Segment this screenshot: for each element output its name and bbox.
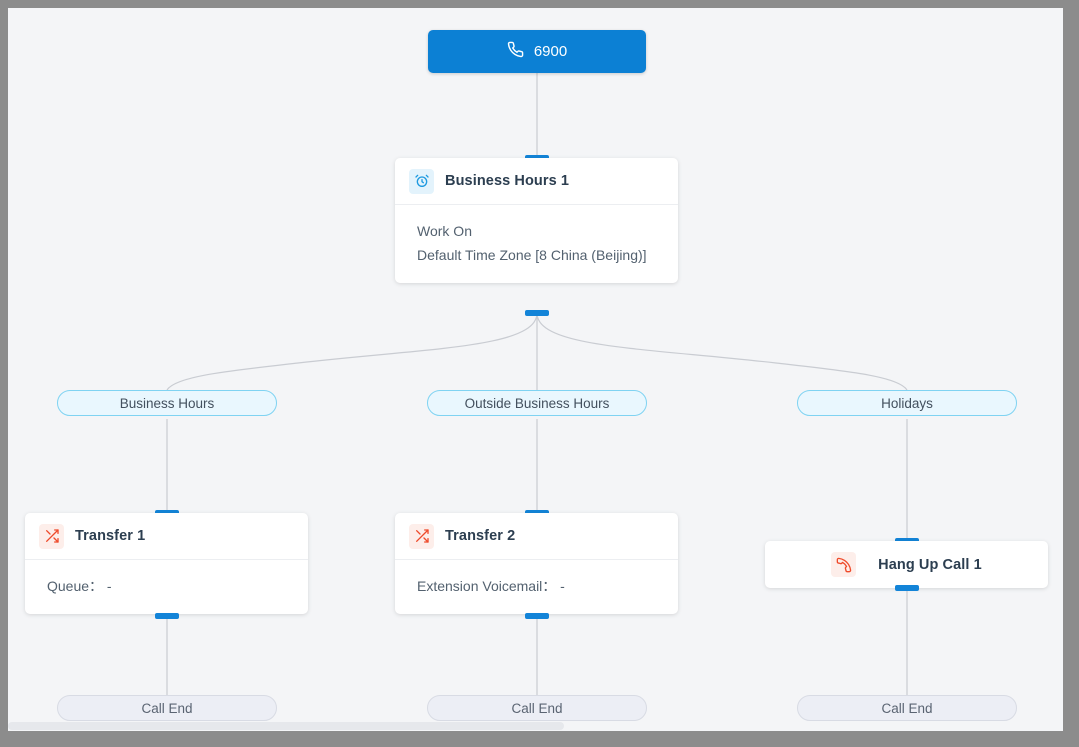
node-business-hours-1-header: Business Hours 1 (395, 158, 678, 205)
transfer-1-destination: Queue： - (47, 578, 112, 594)
call-end-pill-holidays[interactable]: Call End (797, 695, 1017, 721)
handle-hang-up-bottom[interactable] (895, 585, 919, 591)
business-hours-timezone: Default Time Zone [8 China (Beijing)] (417, 247, 647, 263)
node-transfer-2-title: Transfer 2 (445, 528, 516, 544)
node-business-hours-1[interactable]: Business Hours 1 Work On Default Time Zo… (395, 158, 678, 283)
branch-pill-holidays-label: Holidays (881, 395, 933, 411)
branch-pill-outside-business-hours[interactable]: Outside Business Hours (427, 390, 647, 416)
handle-business-hours-bottom[interactable] (525, 310, 549, 316)
call-end-pill-outside-business-hours[interactable]: Call End (427, 695, 647, 721)
node-transfer-1-title: Transfer 1 (75, 528, 146, 544)
horizontal-scrollbar-track[interactable] (8, 721, 1063, 731)
call-end-pill-business-hours[interactable]: Call End (57, 695, 277, 721)
edge-branch-business-hours (166, 312, 538, 391)
branch-pill-business-hours[interactable]: Business Hours (57, 390, 277, 416)
alarm-clock-icon (409, 168, 434, 194)
edge-layer (166, 73, 908, 695)
node-transfer-2-header: Transfer 2 (395, 513, 678, 560)
shuffle-transfer-icon (39, 523, 64, 549)
branch-pill-outside-business-hours-label: Outside Business Hours (464, 395, 610, 411)
call-end-pill-holidays-label: Call End (881, 700, 933, 716)
transfer-2-destination: Extension Voicemail： - (417, 578, 565, 594)
node-transfer-1-header: Transfer 1 (25, 513, 308, 560)
node-hang-up-call-1-title: Hang Up Call 1 (878, 556, 982, 573)
node-business-hours-1-title: Business Hours 1 (445, 173, 570, 189)
phone-icon (507, 41, 524, 62)
edge-branch-holidays (536, 312, 908, 391)
handle-transfer-2-bottom[interactable] (525, 613, 549, 619)
node-transfer-2-body: Extension Voicemail： - (395, 560, 678, 614)
branch-pill-business-hours-label: Business Hours (119, 395, 215, 411)
horizontal-scrollbar-thumb[interactable] (8, 722, 564, 730)
flow-editor-app: 6900 Business Hours 1 Work On Default Ti… (8, 8, 1063, 731)
node-transfer-1[interactable]: Transfer 1 Queue： - (25, 513, 308, 614)
business-hours-work-state: Work On (417, 223, 472, 239)
node-business-hours-1-body: Work On Default Time Zone [8 China (Beij… (395, 205, 678, 283)
hang-up-icon (831, 552, 857, 577)
handle-transfer-1-bottom[interactable] (155, 613, 179, 619)
node-transfer-1-body: Queue： - (25, 560, 308, 614)
call-end-pill-business-hours-label: Call End (141, 700, 193, 716)
shuffle-transfer-icon (409, 523, 434, 549)
call-end-pill-outside-business-hours-label: Call End (511, 700, 563, 716)
root-node-label: 6900 (533, 43, 568, 60)
branch-pill-holidays[interactable]: Holidays (797, 390, 1017, 416)
root-node-extension[interactable]: 6900 (428, 30, 646, 73)
node-hang-up-call-1-header: Hang Up Call 1 (765, 541, 1048, 588)
node-transfer-2[interactable]: Transfer 2 Extension Voicemail： - (395, 513, 678, 614)
node-hang-up-call-1[interactable]: Hang Up Call 1 (765, 541, 1048, 588)
flow-canvas[interactable]: 6900 Business Hours 1 Work On Default Ti… (8, 8, 1063, 731)
